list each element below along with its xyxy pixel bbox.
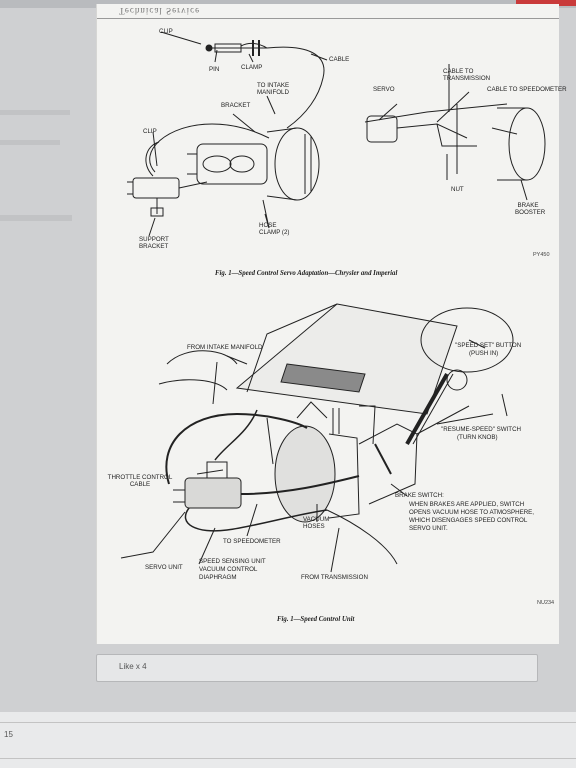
label-brake-switch-desc-1: WHEN BRAKES ARE APPLIED, SWITCH xyxy=(409,501,525,508)
background-text-block xyxy=(0,215,72,221)
label-brake-switch-desc-4: SERVO UNIT. xyxy=(409,525,448,532)
label-cable-to-transmission: CABLE TO TRANSMISSION xyxy=(443,68,491,82)
red-accent xyxy=(516,0,576,6)
figure-1-caption: Fig. 1—Speed Control Servo Adaptation—Ch… xyxy=(215,270,398,277)
label-speed-set-button: "SPEED SET" BUTTON xyxy=(455,342,522,349)
label-resume-speed-switch: "RESUME-SPEED" SWITCH xyxy=(441,426,522,433)
label-vacuum-hoses: VACUUM HOSES xyxy=(303,516,330,530)
label-speed-sensing-unit: SPEED SENSING UNIT xyxy=(199,558,266,565)
footer-rule-bottom xyxy=(0,758,576,759)
header-rule xyxy=(97,18,559,19)
label-cable: CABLE xyxy=(329,56,350,63)
background-text-block xyxy=(0,140,60,145)
label-clip-left: CLIP xyxy=(143,128,157,135)
label-vacuum-control: VACUUM CONTROL xyxy=(199,566,258,573)
label-brake-switch-desc-2: OPENS VACUUM HOSE TO ATMOSPHERE, xyxy=(409,509,535,516)
label-brake-booster: BRAKE BOOSTER xyxy=(515,202,546,216)
background-text-block xyxy=(0,110,70,115)
label-clip-top: CLIP xyxy=(159,28,173,35)
label-push-in: (PUSH IN) xyxy=(469,350,499,357)
like-count-bar[interactable]: Like x 4 xyxy=(96,654,538,682)
figure-1-code: PY450 xyxy=(533,252,550,258)
label-from-transmission: FROM TRANSMISSION xyxy=(301,574,368,581)
label-from-intake-manifold: FROM INTAKE MANIFOLD xyxy=(187,344,263,351)
label-to-intake-manifold: TO INTAKE MANIFOLD xyxy=(257,82,290,96)
label-to-speedometer: TO SPEEDOMETER xyxy=(223,538,281,545)
figure-2-code: NU234 xyxy=(537,600,555,606)
label-support-bracket: SUPPORT BRACKET xyxy=(139,236,169,250)
label-cable-to-speedometer: CABLE TO SPEEDOMETER xyxy=(487,86,567,93)
label-servo: SERVO xyxy=(373,86,395,93)
manual-page: Technical Service xyxy=(96,4,567,644)
like-count-text: Like x 4 xyxy=(119,662,147,671)
label-nut: NUT xyxy=(451,186,464,193)
label-turn-knob: (TURN KNOB) xyxy=(457,434,498,441)
label-hose-clamp: HOSE CLAMP (2) xyxy=(259,222,290,236)
footer: 15 xyxy=(0,712,576,768)
label-bracket: BRACKET xyxy=(221,102,251,109)
label-brake-switch-desc-3: WHICH DISENGAGES SPEED CONTROL xyxy=(409,517,528,524)
label-brake-switch: BRAKE SWITCH: xyxy=(395,492,444,499)
footer-rule xyxy=(0,722,576,723)
label-pin: PIN xyxy=(209,66,220,73)
label-diaphragm: DIAPHRAGM xyxy=(199,574,237,581)
label-clamp: CLAMP xyxy=(241,64,263,71)
label-servo-unit: SERVO UNIT xyxy=(145,564,183,571)
label-throttle-control-cable: THROTTLE CONTROL CABLE xyxy=(107,474,173,488)
page-number: 15 xyxy=(4,730,13,739)
figure-2-caption: Fig. 1—Speed Control Unit xyxy=(277,616,355,623)
figure-1-drawing xyxy=(120,31,546,573)
